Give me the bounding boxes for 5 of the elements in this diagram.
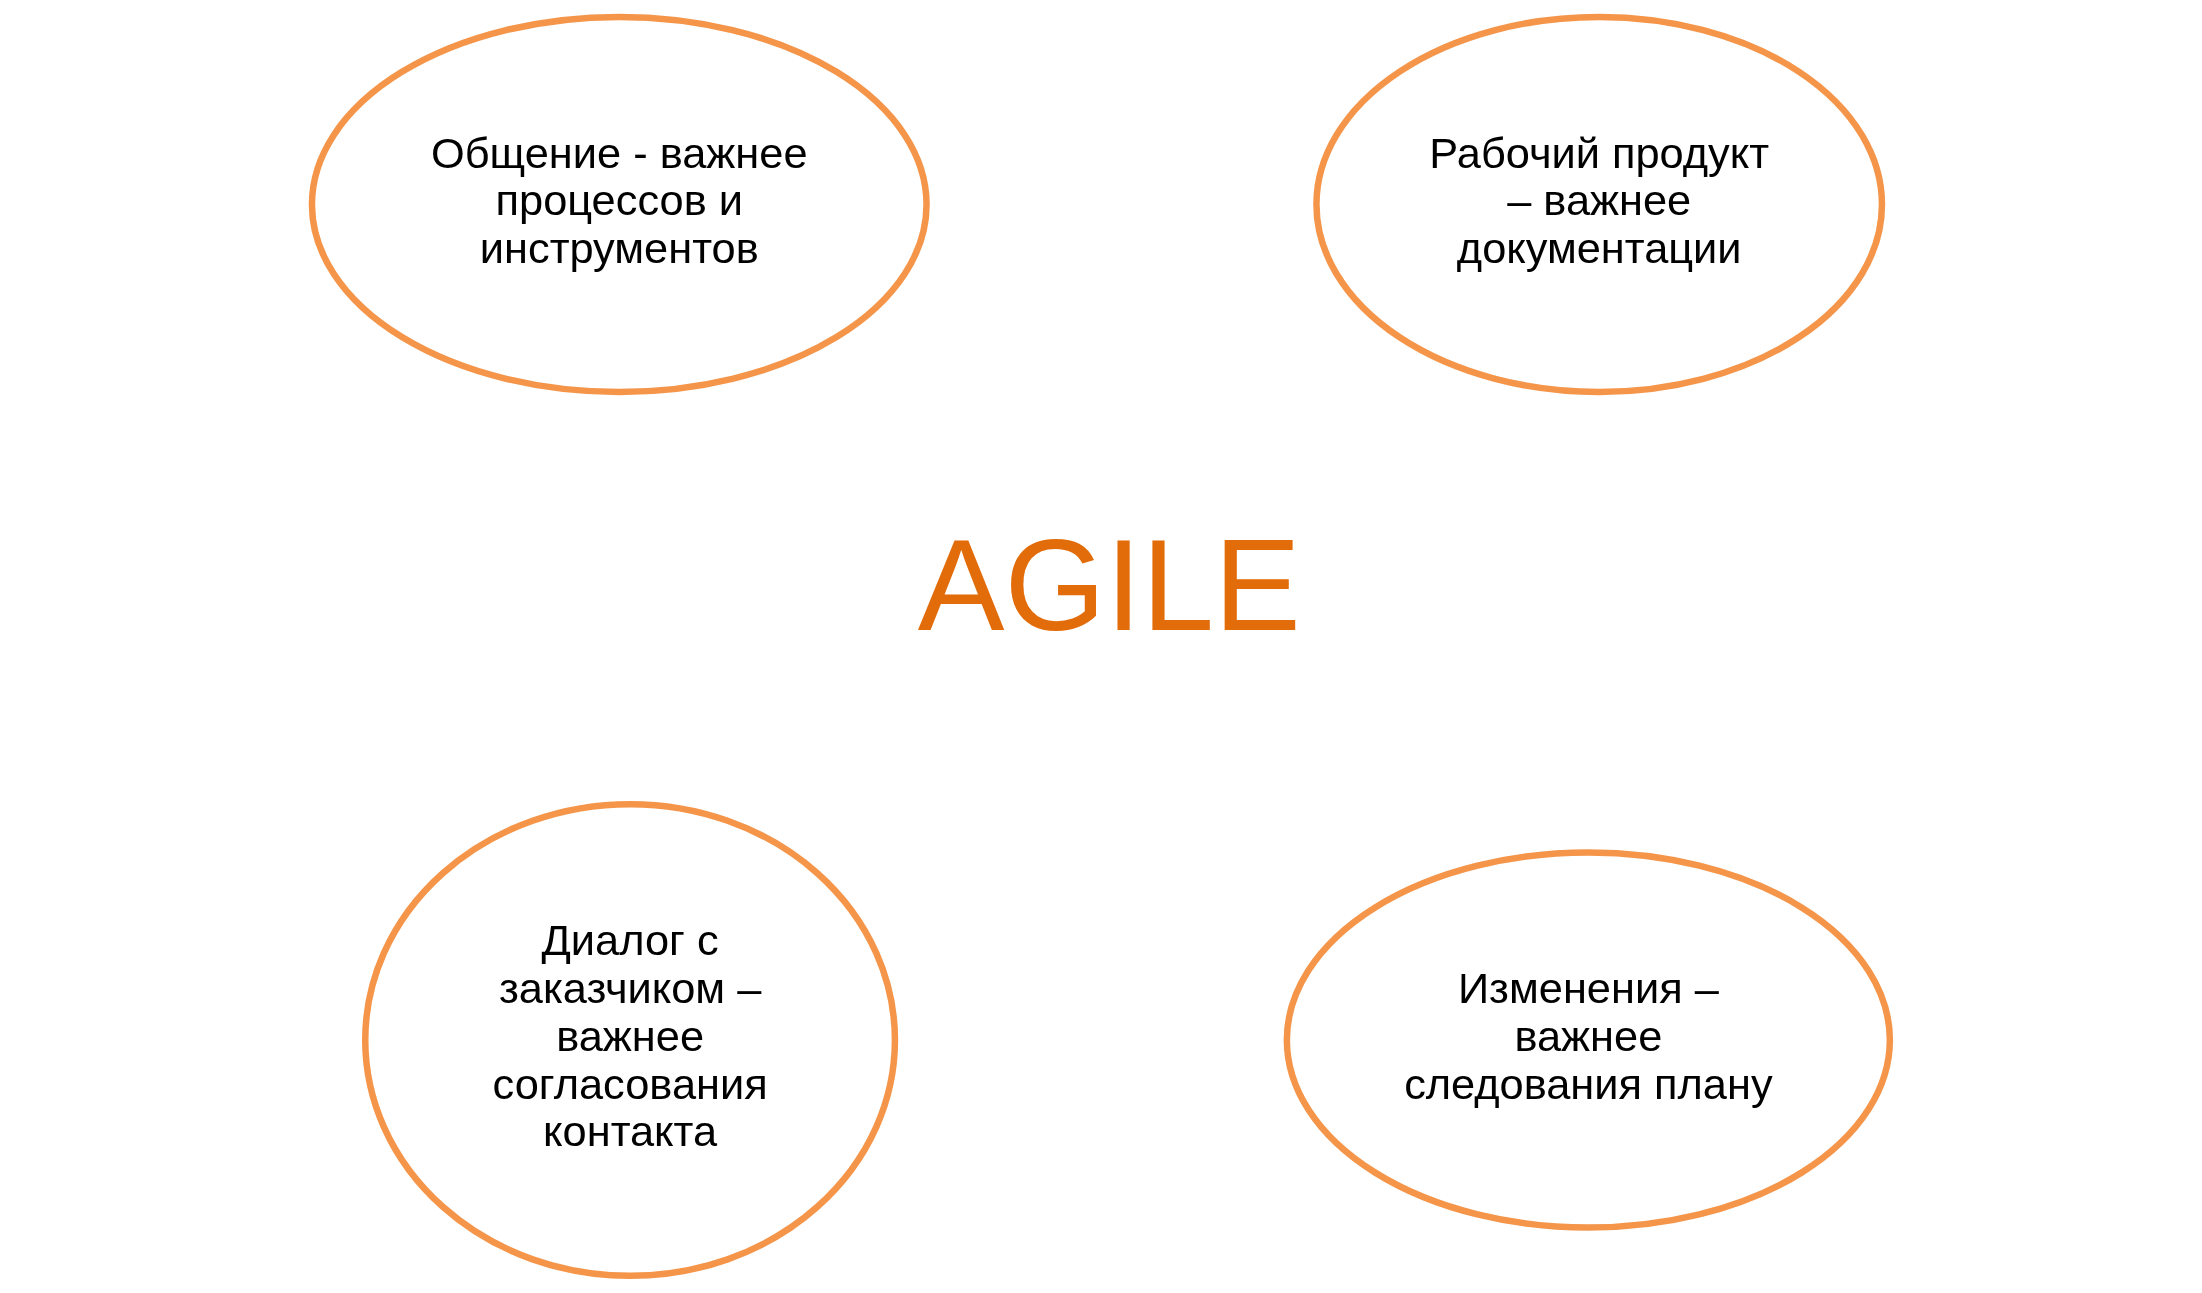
node-ellipse: Общение - важнее процессов и инструментов	[308, 13, 930, 396]
node-text: AGILE	[917, 512, 1301, 659]
node-ellipse: Изменения – важнее следования плану	[1283, 849, 1894, 1231]
node-ellipse: Диалог с заказчиком – важнее согласования контакта	[362, 800, 899, 1280]
node-ellipse: Рабочий продукт – важнее документации	[1313, 13, 1886, 396]
